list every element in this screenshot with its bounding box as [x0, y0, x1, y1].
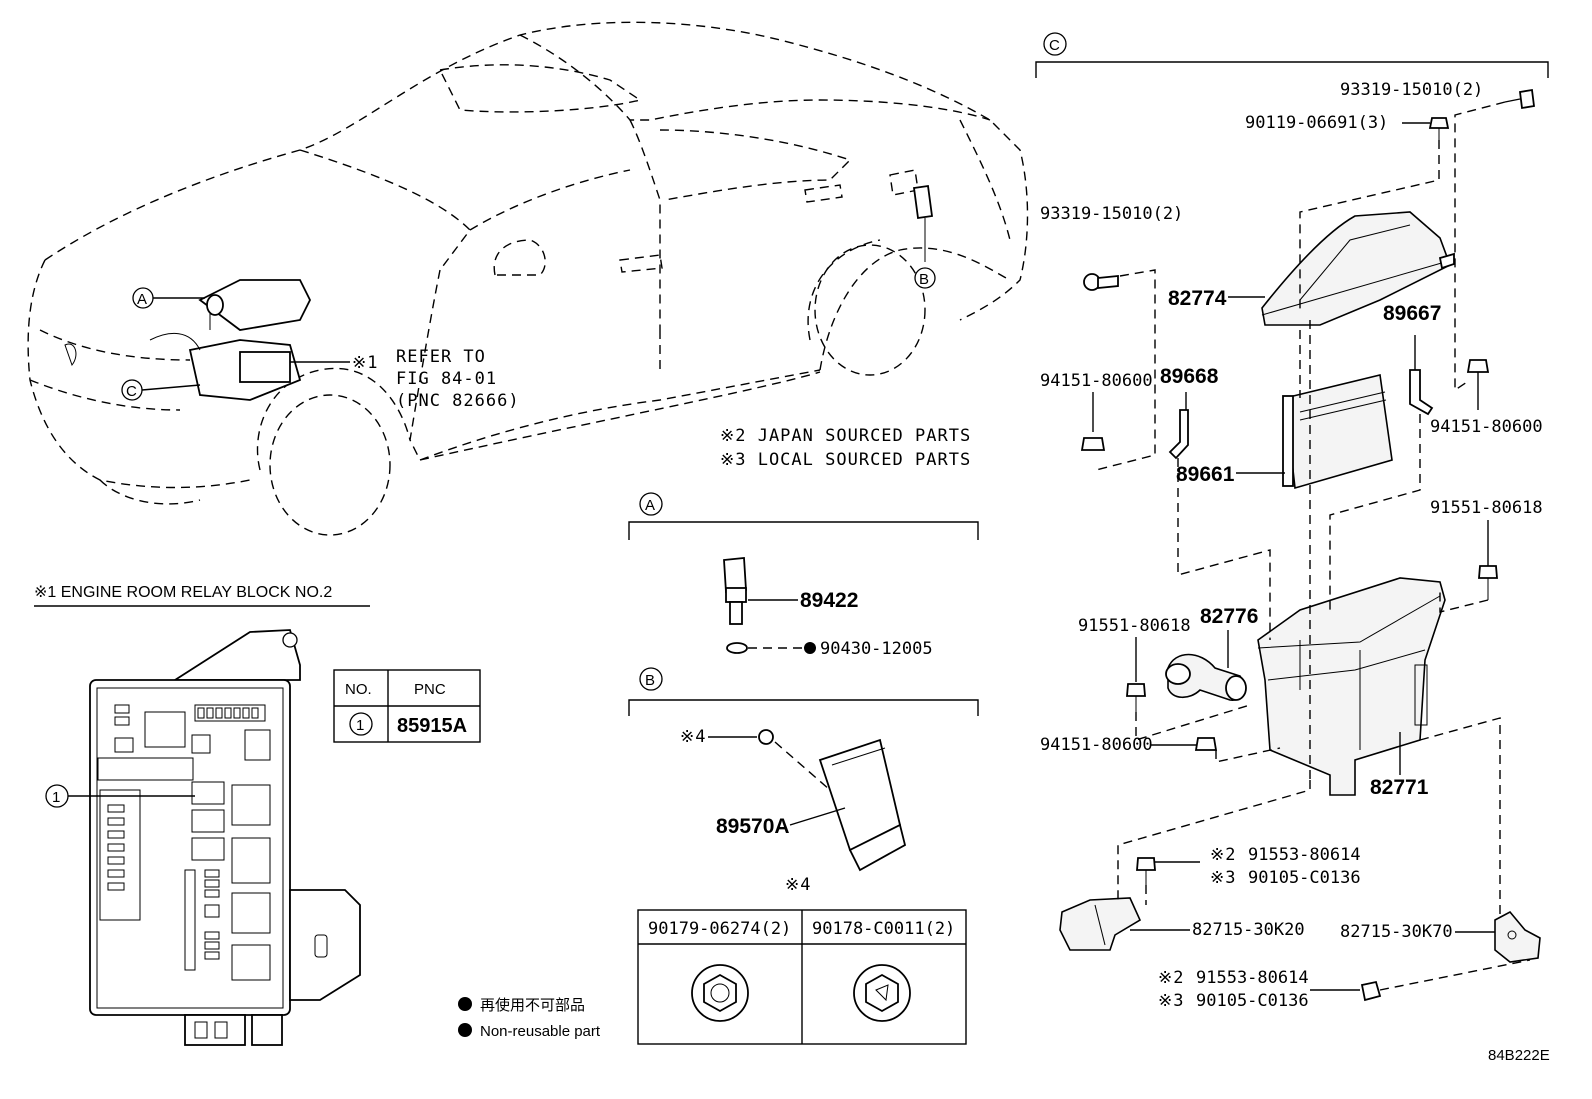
c-cover-82774: 82774 [1168, 287, 1227, 310]
refer-to-line1: REFER TO [396, 347, 486, 367]
relay-block-title: ※1 ENGINE ROOM RELAY BLOCK NO.2 [34, 584, 332, 601]
refer-to-line2: FIG 84-01 [396, 369, 497, 389]
c-bolt-right-label: 91551-80618 [1430, 498, 1543, 518]
gasket-90430: 90430-12005 [820, 639, 933, 659]
svg-text:1: 1 [52, 789, 60, 806]
mark1-car: ※1 [352, 353, 378, 373]
sensor-89422: 89422 [800, 589, 858, 612]
c-box-82771: 82771 [1370, 776, 1429, 799]
callout-1-relay: 1 [45, 784, 195, 808]
local-sourced-note: ※3 LOCAL SOURCED PARTS [720, 450, 971, 470]
section-c: C 93319-15010(2) 90119-06691(3) 93319-15… [1035, 32, 1549, 1011]
module-89570A: 89570A [716, 815, 790, 838]
car-illustration [27, 21, 1029, 536]
c-bracket-89667: 89667 [1383, 302, 1441, 325]
c-bracket-k70: 82715-30K70 [1340, 922, 1453, 942]
c-part-3b: 90105-C0136 [1196, 991, 1309, 1011]
c-bracket-89668: 89668 [1160, 365, 1219, 388]
japan-sourced-note: ※2 JAPAN SOURCED PARTS [720, 426, 971, 446]
pnc-header-no: NO. [345, 681, 372, 698]
pnc-row-value: 85915A [397, 715, 467, 737]
c-mark3-a: ※3 [1210, 868, 1236, 888]
nut-table: ※4 90179-06274(2) 90178-C0011(2) [637, 875, 967, 1045]
callout-b-car: B [914, 267, 936, 289]
section-a: A 89422 90430-12005 [628, 492, 979, 659]
nut-part-2: 90178-C0011(2) [812, 919, 955, 939]
relay-block-drawing [89, 629, 361, 1046]
pnc-table: NO. PNC 1 85915A [333, 669, 481, 743]
legend-en: Non-reusable part [480, 1023, 601, 1040]
legend-jp: 再使用不可部品 [480, 997, 585, 1014]
c-clip-top-label: 90119-06691(3) [1245, 113, 1388, 133]
c-part-3a: 90105-C0136 [1248, 868, 1361, 888]
c-mark3-b: ※3 [1158, 991, 1184, 1011]
svg-text:B: B [919, 271, 929, 288]
svg-text:C: C [126, 383, 137, 400]
c-ecu-89661: 89661 [1176, 463, 1235, 486]
c-part-2a: 91553-80614 [1248, 845, 1361, 865]
svg-text:A: A [137, 291, 147, 308]
nut-part-1: 90179-06274(2) [648, 919, 791, 939]
svg-text:B: B [645, 672, 655, 689]
c-mark2-b: ※2 [1158, 968, 1184, 988]
legend-non-reusable: 再使用不可部品 Non-reusable part [458, 997, 601, 1040]
c-part-2b: 91553-80614 [1196, 968, 1309, 988]
pnc-header-pnc: PNC [414, 681, 446, 698]
c-mark2-a: ※2 [1210, 845, 1236, 865]
svg-text:C: C [1049, 37, 1060, 54]
callout-a-car: A [132, 287, 205, 309]
non-reusable-dot-a [804, 642, 816, 654]
c-nut-left-lower: 94151-80600 [1040, 735, 1153, 755]
svg-text:A: A [645, 497, 655, 514]
c-duct-82776: 82776 [1200, 605, 1258, 628]
c-bracket-k20: 82715-30K20 [1192, 920, 1305, 940]
mark4-label: ※4 [680, 727, 706, 747]
refer-to-line3: (PNC 82666) [396, 391, 520, 411]
c-nut-left-upper: 94151-80600 [1040, 371, 1153, 391]
section-b: B ※4 89570A [628, 667, 979, 872]
c-bolt-left-mid-label: 91551-80618 [1078, 616, 1191, 636]
c-bolt-left-label: 93319-15010(2) [1040, 204, 1183, 224]
callout-c-car: C [121, 379, 201, 401]
figure-code: 84B222E [1488, 1047, 1550, 1064]
c-bolt-top-label: 93319-15010(2) [1340, 80, 1483, 100]
c-nut-right-upper: 94151-80600 [1430, 417, 1543, 437]
pnc-row-no: 1 [356, 717, 364, 734]
mark4-table-title: ※4 [785, 875, 811, 895]
